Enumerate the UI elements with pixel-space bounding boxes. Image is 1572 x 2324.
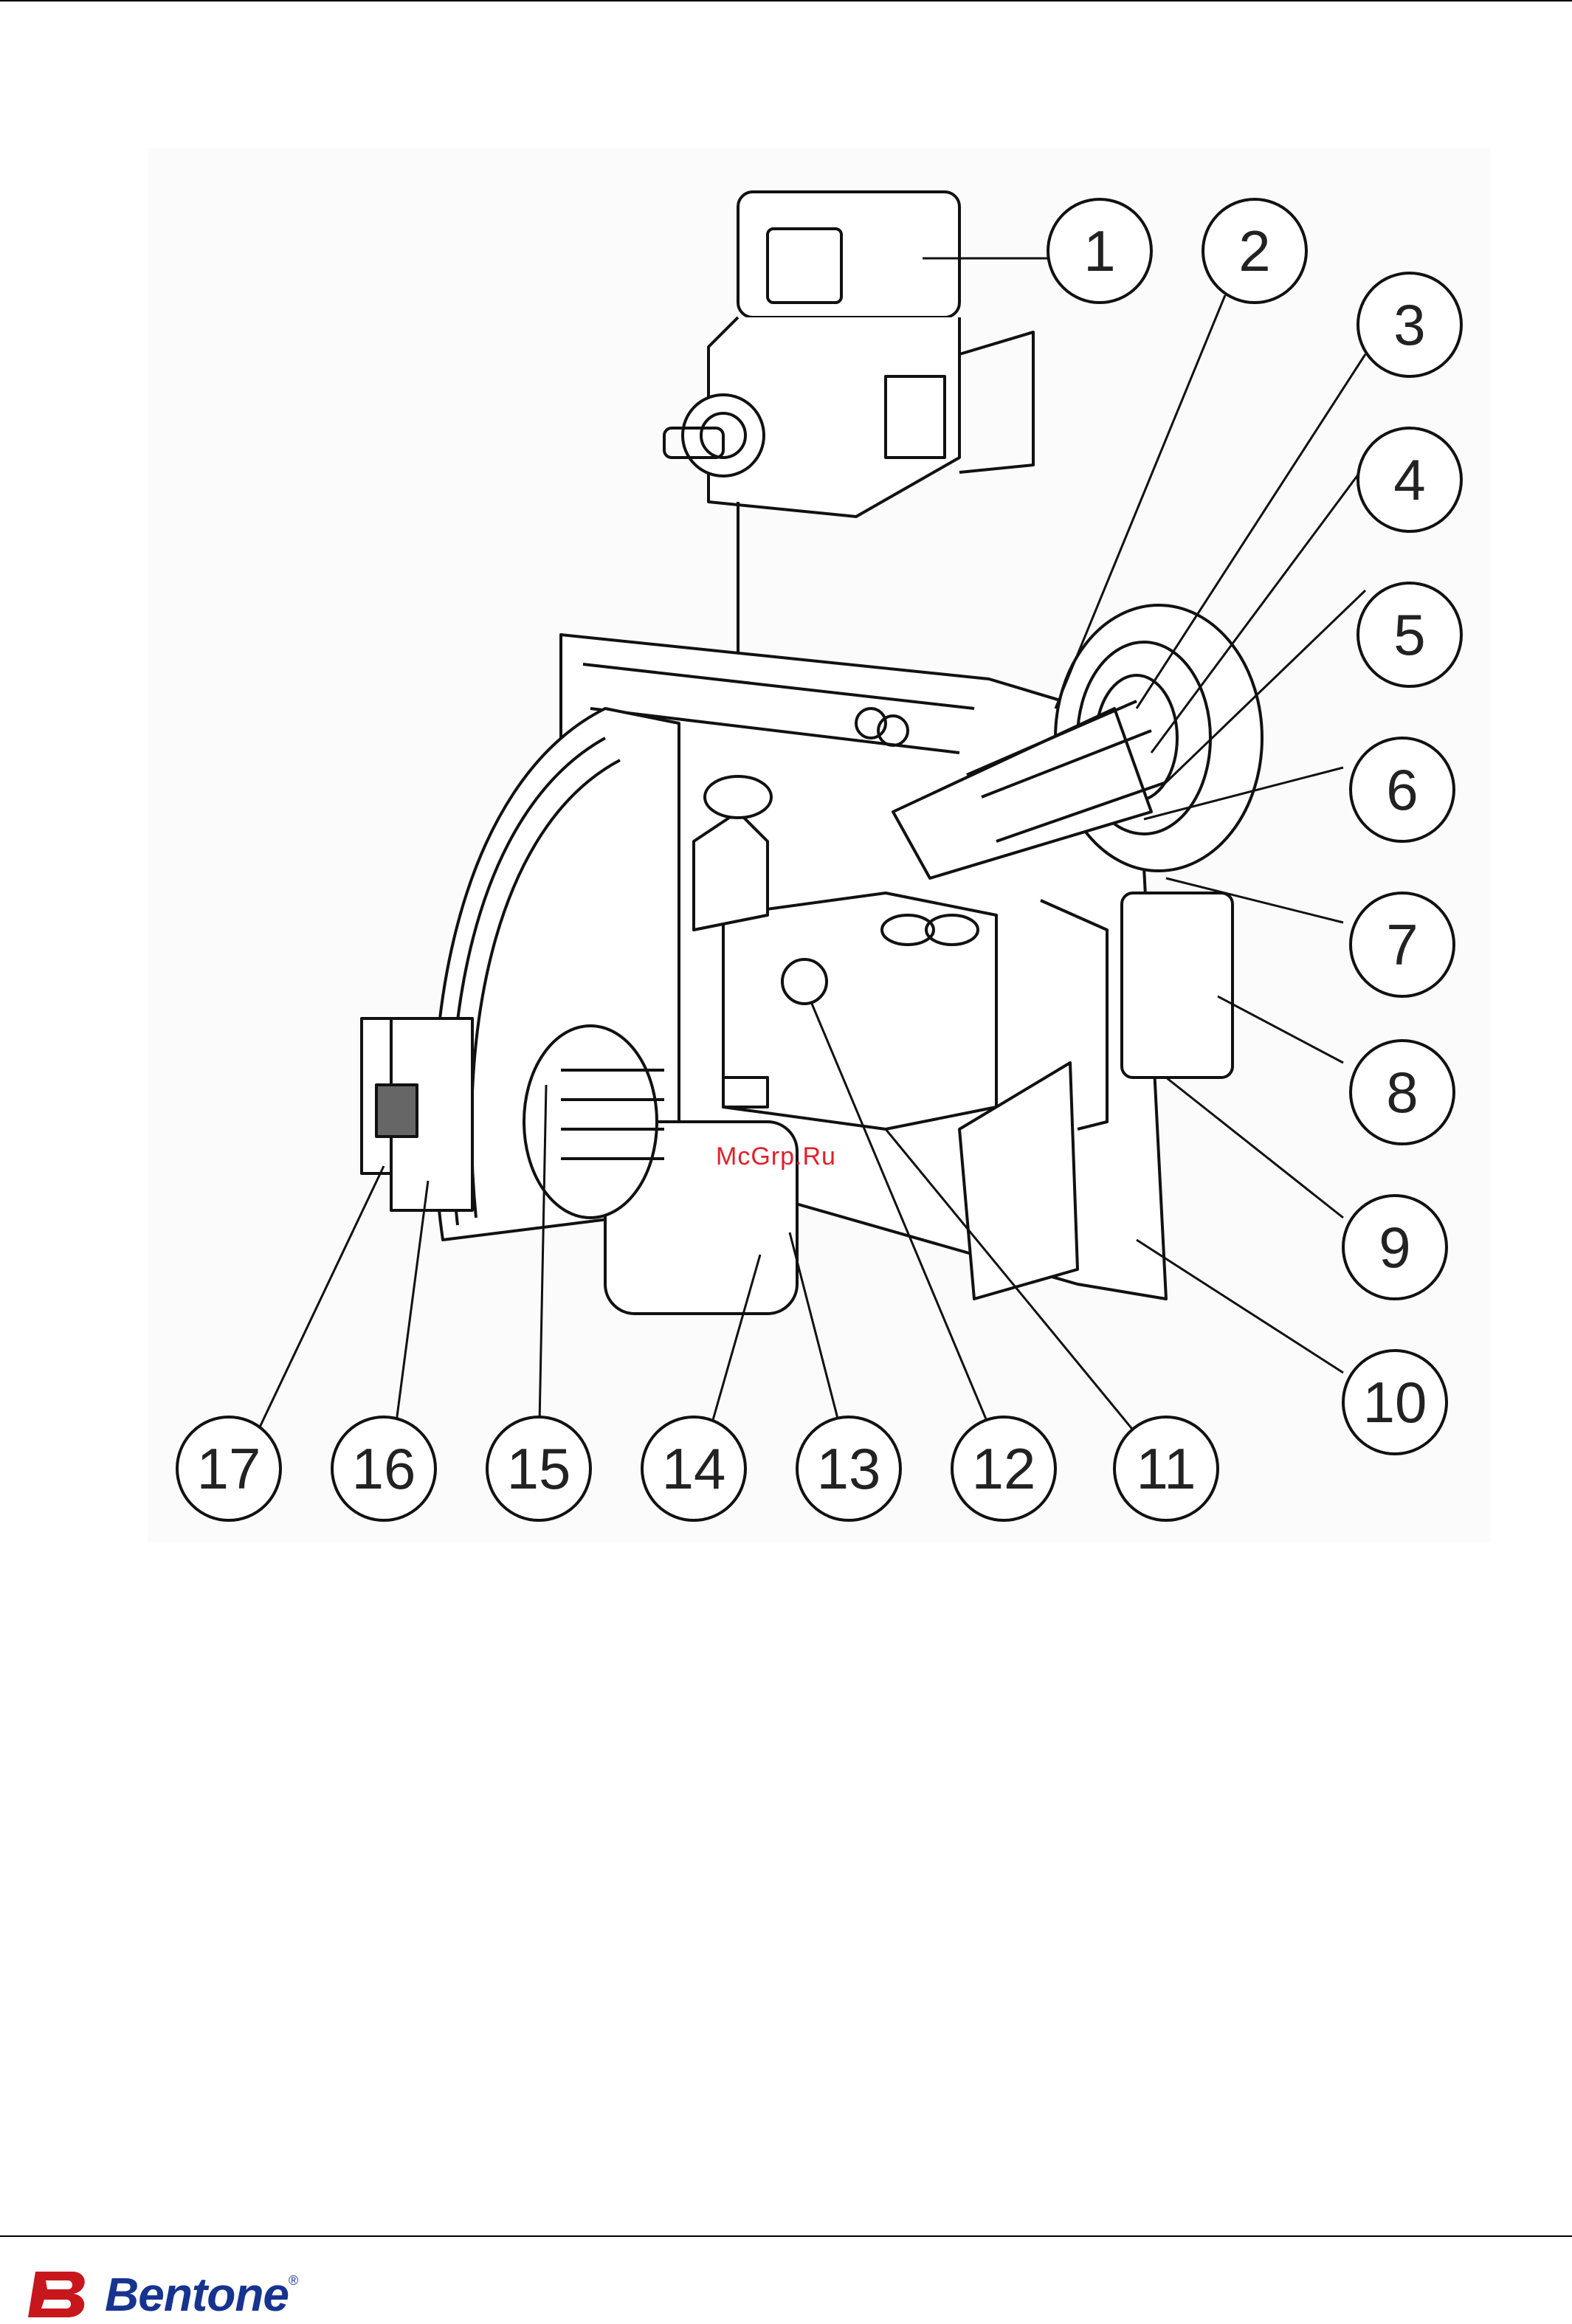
callout-10: 10 xyxy=(1363,1370,1427,1435)
burner-exploded-illustration: 1 2 3 4 5 6 7 8 9 10 11 12 13 14 15 16 1… xyxy=(148,148,1491,1542)
callout-7: 7 xyxy=(1386,912,1418,977)
callout-1: 1 xyxy=(1083,218,1115,283)
callout-6: 6 xyxy=(1386,757,1418,822)
callout-9: 9 xyxy=(1379,1215,1410,1280)
burner-drawing: 1 2 3 4 5 6 7 8 9 10 11 12 13 14 15 16 1… xyxy=(148,148,1491,1542)
bentone-logo: Bentone ® xyxy=(25,2269,298,2320)
bottom-rule xyxy=(0,2235,1572,2237)
callout-11: 11 xyxy=(1137,1436,1196,1501)
callout-16: 16 xyxy=(352,1436,416,1501)
switch-box xyxy=(362,1018,472,1210)
callout-12: 12 xyxy=(972,1436,1036,1501)
callout-8: 8 xyxy=(1386,1060,1418,1125)
brand-name: Bentone xyxy=(105,2267,289,2322)
top-rule xyxy=(0,0,1572,1)
callout-2: 2 xyxy=(1238,218,1270,283)
callout-3: 3 xyxy=(1393,292,1425,357)
callout-17: 17 xyxy=(197,1436,261,1501)
callout-13: 13 xyxy=(817,1436,881,1501)
callout-5: 5 xyxy=(1393,602,1425,667)
watermark-text: McGrp.Ru xyxy=(716,1142,836,1171)
callout-15: 15 xyxy=(507,1436,571,1501)
callout-14: 14 xyxy=(662,1436,726,1501)
registered-mark: ® xyxy=(289,2273,298,2289)
callout-4: 4 xyxy=(1393,447,1425,512)
bentone-mark-icon xyxy=(25,2269,92,2320)
